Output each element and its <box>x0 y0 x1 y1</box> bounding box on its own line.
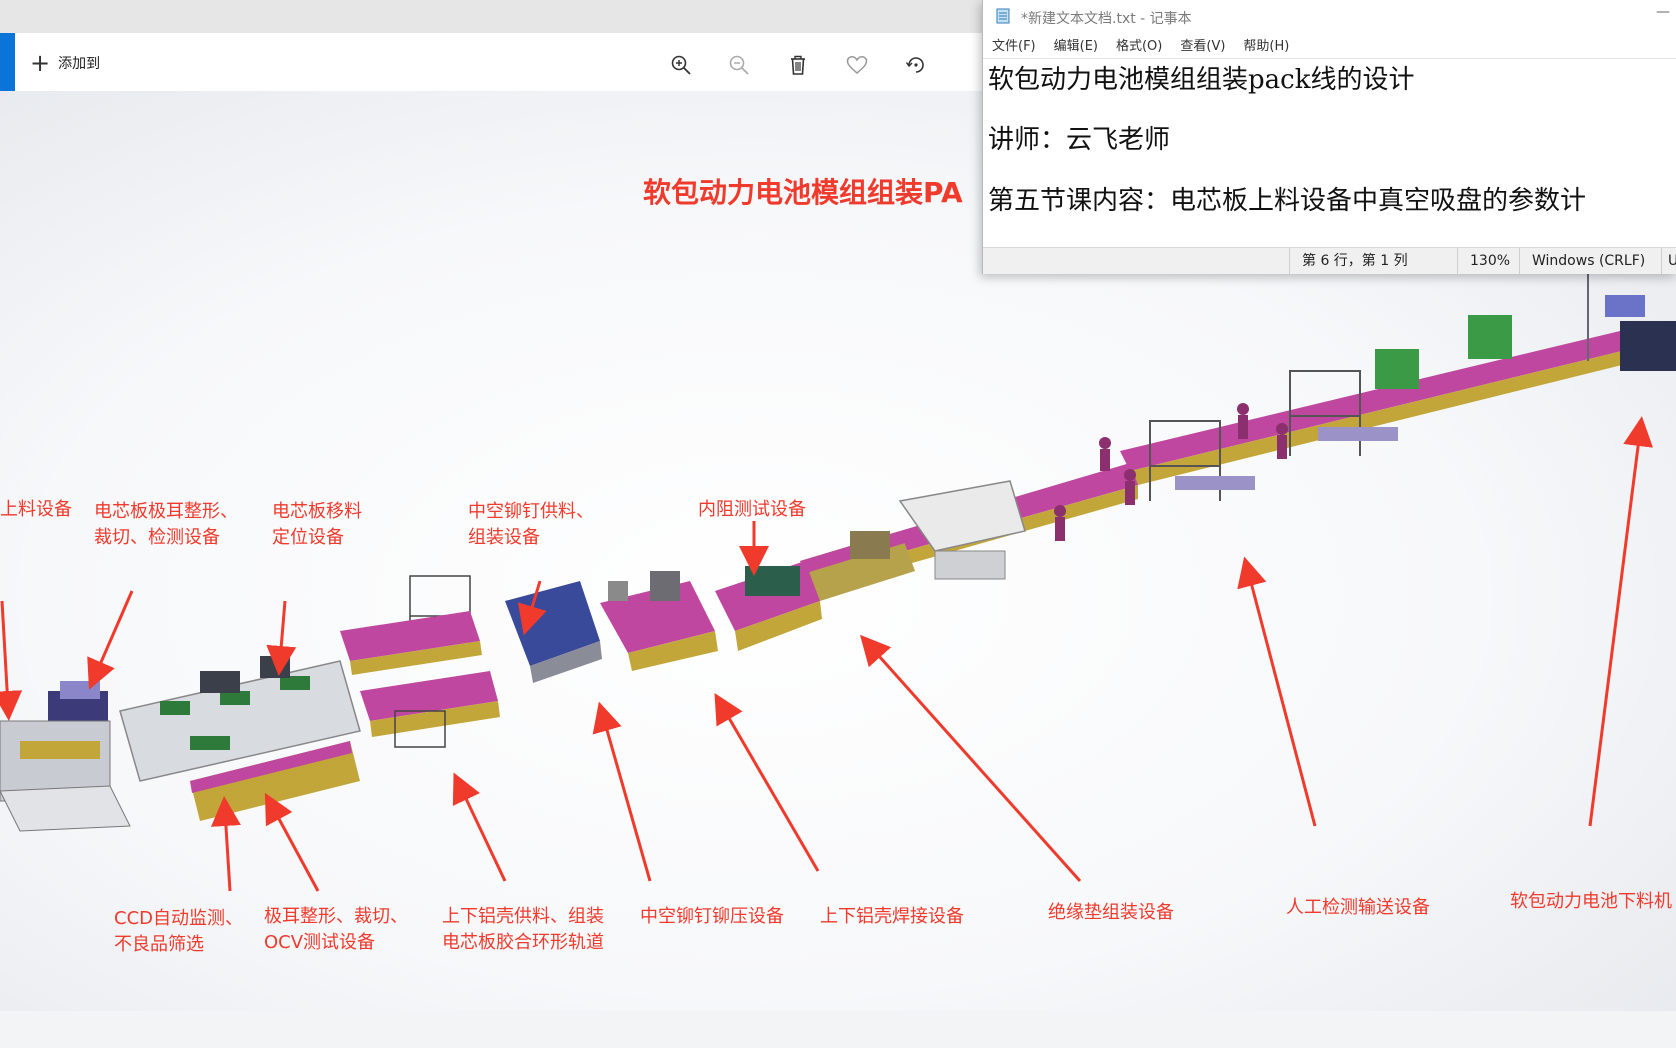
figure-title: 软包动力电池模组组装PA <box>643 176 963 209</box>
menu-edit[interactable]: 编辑(E) <box>1053 39 1098 54</box>
menu-format[interactable]: 格式(O) <box>1115 39 1163 54</box>
zoom-in-icon <box>671 55 691 75</box>
notepad-icon <box>996 8 1010 24</box>
notepad-title: *新建文本文档.txt - 记事本 <box>1021 11 1192 27</box>
favorite-button[interactable] <box>842 50 872 80</box>
favorite-icon <box>846 56 868 74</box>
menu-help[interactable]: 帮助(H) <box>1243 39 1290 54</box>
add-to-label: 添加到 <box>58 56 101 72</box>
annotation-rivet-pressing: 中空铆钉铆压设备 <box>640 906 784 927</box>
delete-icon <box>791 55 805 75</box>
status-position: 第 6 行，第 1 列 <box>1289 248 1452 274</box>
annotation-unloader: 软包动力电池下料机 <box>1510 891 1672 912</box>
zoom-out-icon <box>729 55 749 75</box>
annotation-transfer-positioning: 电芯板移料 定位设备 <box>272 501 362 548</box>
bottom-strip <box>0 1011 1676 1048</box>
status-encoding: U <box>1661 248 1676 274</box>
status-zoom: 130% <box>1457 248 1520 274</box>
annotation-ccd-inspection: CCD自动监测、 不良品筛选 <box>114 908 243 955</box>
notepad-window[interactable]: *新建文本文档.txt - 记事本 — 文件(F) 编辑(E) 格式(O) 查看… <box>982 0 1676 274</box>
rotate-icon <box>905 57 924 73</box>
notepad-menubar: 文件(F) 编辑(E) 格式(O) 查看(V) 帮助(H) <box>983 36 1298 58</box>
assembly-line-drawing <box>0 266 1676 892</box>
rotate-button[interactable] <box>901 50 931 80</box>
zoom-in-button[interactable] <box>666 50 696 80</box>
text-line-2: 讲师：云飞老师 <box>988 125 1171 155</box>
zoom-out-button[interactable] <box>724 50 754 80</box>
menu-file[interactable]: 文件(F) <box>992 39 1036 54</box>
delete-button[interactable] <box>783 50 813 80</box>
minimize-button[interactable]: — <box>1656 4 1670 20</box>
sidebar-accent[interactable] <box>0 33 15 91</box>
annotation-loader: 上料设备 <box>0 499 72 520</box>
text-line-3: 第五节课内容：电芯板上料设备中真空吸盘的参数计 <box>988 186 1587 216</box>
menu-view[interactable]: 查看(V) <box>1180 39 1226 54</box>
annotation-tab-forming: 电芯板极耳整形、 裁切、检测设备 <box>94 501 238 548</box>
annotation-resistance-test: 内阻测试设备 <box>698 499 806 520</box>
notepad-titlebar[interactable]: *新建文本文档.txt - 记事本 — <box>983 0 1676 33</box>
annotation-ocv-test: 极耳整形、裁切、 OCV测试设备 <box>264 906 408 953</box>
annotation-shell-feeding: 上下铝壳供料、组装 电芯板胶合环形轨道 <box>442 906 604 953</box>
text-line-1: 软包动力电池模组组装pack线的设计 <box>988 65 1415 95</box>
notepad-statusbar: 第 6 行，第 1 列 130% Windows (CRLF) U <box>983 247 1676 274</box>
annotation-insulation-assembly: 绝缘垫组装设备 <box>1048 902 1174 923</box>
plus-icon: + <box>30 49 51 77</box>
annotation-shell-welding: 上下铝壳焊接设备 <box>820 906 964 927</box>
annotation-manual-inspection: 人工检测输送设备 <box>1286 897 1430 918</box>
status-line-ending: Windows (CRLF) <box>1519 248 1662 274</box>
notepad-text-area[interactable]: 软包动力电池模组组装pack线的设计 讲师：云飞老师 第五节课内容：电芯板上料设… <box>983 58 1676 247</box>
annotation-rivet-feeding: 中空铆钉供料、 组装设备 <box>468 501 594 548</box>
add-to-button[interactable]: + 添加到 <box>30 50 100 76</box>
